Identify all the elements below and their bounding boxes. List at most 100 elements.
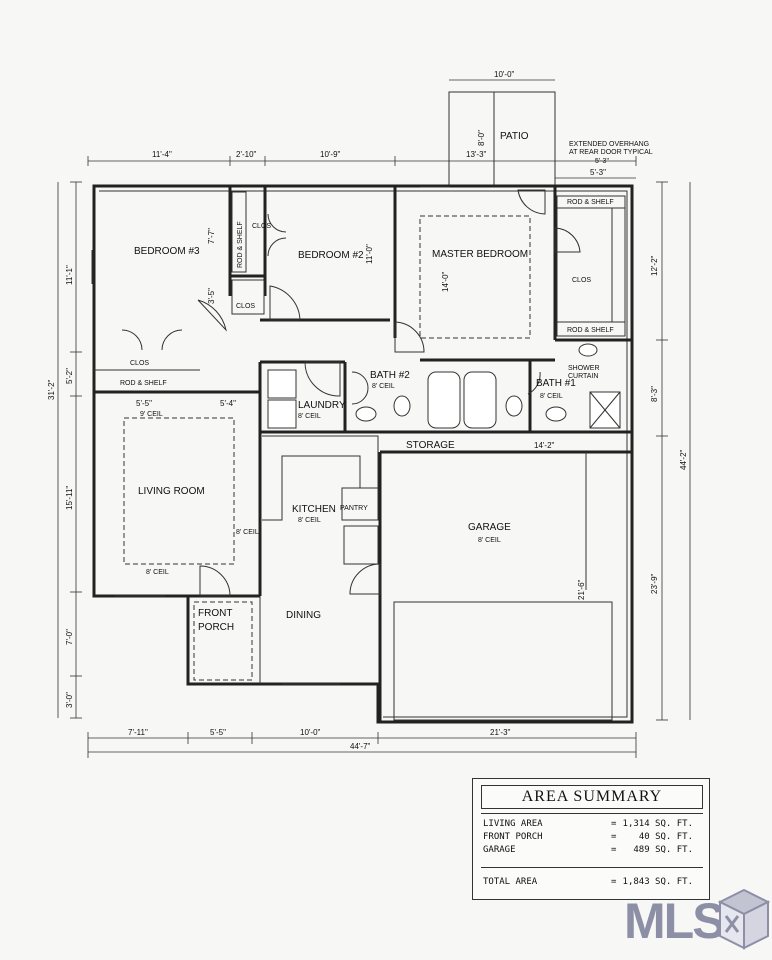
area-summary-table: AREA SUMMARY LIVING AREA = 1,314 SQ. FT.…: [472, 778, 710, 900]
area-row-label: LIVING AREA: [483, 819, 543, 829]
ceil-living-2: 8' CEIL: [146, 569, 169, 576]
doors: [121, 189, 581, 597]
room-master-bedroom: MASTER BEDROOM: [432, 249, 528, 260]
dim-right-2: 8'-3": [650, 386, 659, 402]
area-total-eq: =: [611, 877, 617, 887]
area-row-value: 40 SQ. FT.: [638, 832, 693, 842]
dim-bottom-1: 7'-11": [128, 728, 148, 737]
dim-patio-width: 10'-0": [494, 70, 515, 79]
dim-left-3: 15'-11": [65, 486, 74, 510]
clos-bed2: CLOS: [252, 223, 271, 230]
shower-curtain-line2: CURTAIN: [568, 373, 598, 380]
dim-right-total: 44'-2": [679, 449, 688, 470]
area-row-label: FRONT PORCH: [483, 832, 543, 842]
area-row-garage: GARAGE = 489 SQ. FT.: [483, 845, 701, 857]
ceil-kitchen: 8' CEIL: [298, 517, 321, 524]
area-row-value: 489 SQ. FT.: [633, 845, 693, 855]
clos-hall: CLOS: [236, 303, 255, 310]
dimensions-top: 11'-4" 2'-10" 10'-9" 13'-3" 5'-3": [87, 150, 637, 179]
dim-clos-h: 3'-5": [207, 288, 216, 304]
room-living: LIVING ROOM: [138, 486, 205, 497]
cube-logo-icon: [718, 888, 770, 950]
area-row-eq: =: [611, 819, 617, 829]
ceil-living: 9' CEIL: [140, 411, 163, 418]
dimensions-right: 12'-2" 8'-3" 23'-9" 44'-2": [650, 181, 691, 721]
mls-logo-text: MLS: [624, 893, 726, 949]
dim-bed3-h: 7'-7": [207, 228, 216, 244]
room-kitchen: KITCHEN: [292, 504, 336, 515]
room-labels: BEDROOM #3 BEDROOM #2 MASTER BEDROOM LAU…: [120, 199, 614, 633]
overhang-dim: 5'-3": [595, 158, 609, 165]
dim-right-3: 23'-9": [650, 573, 659, 594]
ceil-laundry: 8' CEIL: [298, 413, 321, 420]
ceil-garage: 8' CEIL: [478, 537, 501, 544]
patio-label: PATIO: [500, 131, 529, 142]
dim-left-total: 31'-2": [47, 379, 56, 400]
ceiling-outlines: [123, 215, 531, 565]
interior-dimensions: 7'-7" 11'-0" 14'-0" 5'-4" 5'-5" 3'-5" 21…: [136, 228, 586, 600]
area-divider-bottom: [481, 867, 703, 868]
area-total-value: 1,843 SQ. FT.: [622, 877, 693, 887]
overhang-note-2: AT REAR DOOR TYPICAL: [569, 149, 653, 156]
area-divider-top: [481, 813, 703, 814]
dimensions-left: 11'-1" 5'-2" 15'-11" 7'-0" 3'-0" 31'-2": [47, 181, 82, 719]
area-row-eq: =: [611, 832, 617, 842]
area-total-label: TOTAL AREA: [483, 877, 538, 887]
room-pantry: PANTRY: [340, 505, 368, 512]
dim-bottom-3: 10'-0": [300, 728, 321, 737]
dim-garage-d: 21'-6": [577, 579, 586, 600]
rod-shelf-master-bottom: ROD & SHELF: [567, 327, 614, 334]
exterior-walls: [91, 184, 634, 724]
dim-storage: 14'-2": [534, 441, 555, 450]
clos-master: CLOS: [572, 277, 591, 284]
dim-top-2: 2'-10": [236, 150, 257, 159]
dim-top-1: 11'-4": [152, 150, 172, 159]
patio: PATIO 10'-0" 8'-0" EXTENDED OVERHANG AT …: [448, 70, 653, 187]
dim-left-1: 11'-1": [65, 265, 74, 285]
room-garage: GARAGE: [468, 522, 511, 533]
area-row-value: 1,314 SQ. FT.: [622, 819, 693, 829]
room-bath-1: BATH #1: [536, 378, 576, 389]
room-bedroom-3: BEDROOM #3: [134, 246, 200, 257]
room-laundry: LAUNDRY: [298, 400, 346, 411]
rod-shelf-bed2: ROD & SHELF: [237, 221, 244, 268]
mls-logo: MLS: [624, 886, 770, 956]
area-row-porch: FRONT PORCH = 40 SQ. FT.: [483, 832, 701, 844]
interior-walls: [94, 186, 632, 722]
dim-bed2-h: 11'-0": [365, 244, 374, 264]
room-bedroom-2: BEDROOM #2: [298, 250, 364, 261]
dim-top-5: 5'-3": [590, 168, 606, 177]
ceil-dining: 8' CEIL: [236, 529, 259, 536]
dim-bottom-4: 21'-3": [490, 728, 511, 737]
room-front-porch-line2: PORCH: [198, 622, 234, 633]
ceil-bath-1: 8' CEIL: [540, 393, 563, 400]
dim-left-2: 5'-2": [65, 368, 74, 384]
dim-bottom-2: 5'-5": [210, 728, 226, 737]
room-storage: STORAGE: [406, 440, 455, 451]
area-row-total: TOTAL AREA = 1,843 SQ. FT.: [483, 877, 701, 889]
room-front-porch-line1: FRONT: [198, 608, 232, 619]
room-bath-2: BATH #2: [370, 370, 410, 381]
clos-bed3: CLOS: [130, 360, 149, 367]
dimensions-bottom: 7'-11" 5'-5" 10'-0" 21'-3" 44'-7": [87, 728, 637, 758]
area-row-eq: =: [611, 845, 617, 855]
area-row-label: GARAGE: [483, 845, 516, 855]
dim-right-1: 12'-2": [650, 255, 659, 276]
dim-top-3: 10'-9": [320, 150, 341, 159]
dim-master-h: 14'-0": [441, 271, 450, 292]
dim-left-4: 7'-0": [65, 629, 74, 645]
dim-patio-depth: 8'-0": [477, 130, 486, 146]
room-dining: DINING: [286, 610, 321, 621]
dim-left-5: 3'-0": [65, 692, 74, 708]
area-row-living: LIVING AREA = 1,314 SQ. FT.: [483, 819, 701, 831]
dim-hall-l: 5'-5": [136, 399, 152, 408]
dim-top-4: 13'-3": [466, 150, 487, 159]
dim-hall-w: 5'-4": [220, 399, 236, 408]
ceil-bath-2: 8' CEIL: [372, 383, 395, 390]
area-summary-title: AREA SUMMARY: [481, 785, 703, 809]
rod-shelf-bed3: ROD & SHELF: [120, 380, 167, 387]
rod-shelf-master-top: ROD & SHELF: [567, 199, 614, 206]
overhang-note-1: EXTENDED OVERHANG: [569, 141, 649, 148]
dim-bottom-total: 44'-7": [350, 742, 371, 751]
shower-curtain-line1: SHOWER: [568, 365, 600, 372]
